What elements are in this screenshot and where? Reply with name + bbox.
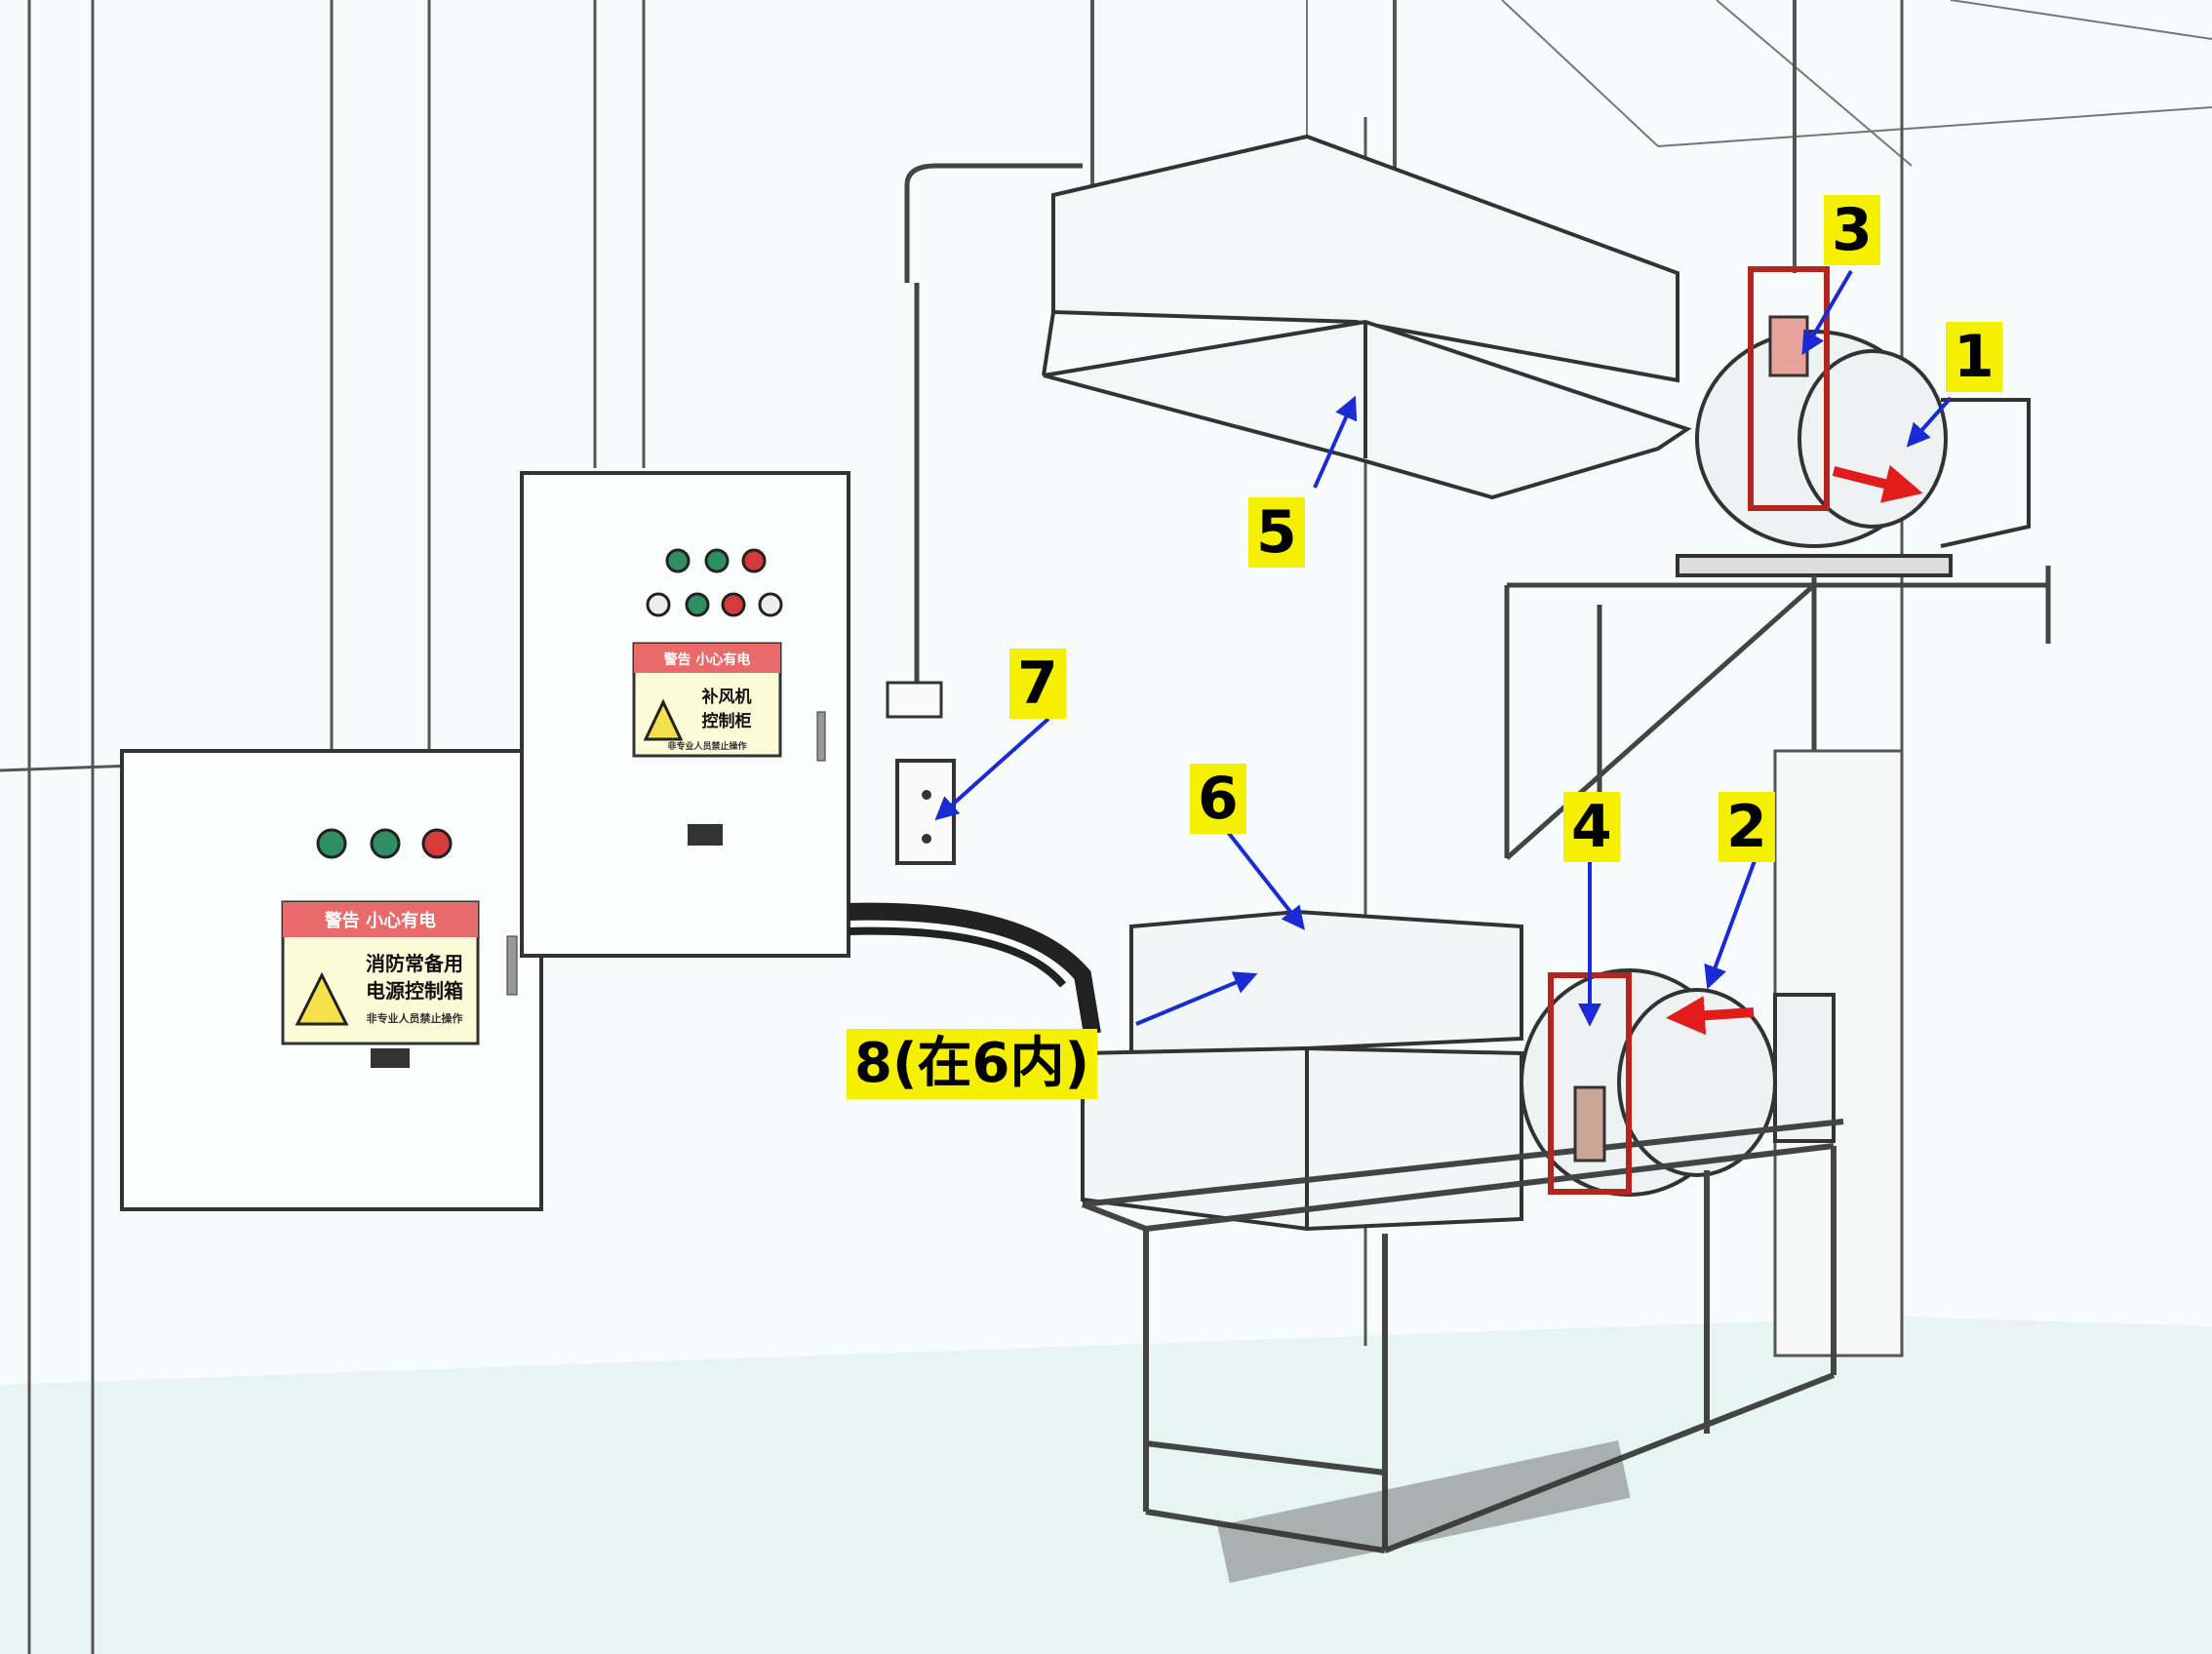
callout-label-2: 2 [1718,792,1775,862]
lower-control-cabinet: 警告 小心有电 消防常备用 电源控制箱 非专业人员禁止操作 [120,749,543,1211]
svg-text:电源控制箱: 电源控制箱 [366,979,463,1003]
callout-label-3: 3 [1824,195,1880,265]
lower-stand [1081,1119,1844,1554]
callout-label-6: 6 [1190,764,1246,834]
upper-duct [1042,134,1692,500]
upper-control-cabinet: 警告 小心有电 补风机 控制柜 非专业人员禁止操作 [520,471,850,958]
svg-text:控制柜: 控制柜 [702,711,752,731]
lower-duct-box [1081,909,1523,1232]
svg-text:警告 小心有电: 警告 小心有电 [325,910,436,931]
svg-text:非专业人员禁止操作: 非专业人员禁止操作 [667,740,746,752]
callout-label-8: 8(在6内) [847,1029,1098,1099]
svg-text:补风机: 补风机 [701,687,752,707]
callout-label-4: 4 [1563,792,1620,862]
callout-label-1: 1 [1946,322,2002,392]
highlight-box-3 [1748,266,1830,511]
airflow-arrow-lower [1666,996,1755,1036]
svg-text:非专业人员禁止操作: 非专业人员禁止操作 [367,1011,463,1025]
annotation-arrows [934,269,1953,1027]
svg-text:消防常备用: 消防常备用 [366,952,463,975]
callout-label-7: 7 [1009,649,1066,719]
airflow-arrow-upper [1832,464,1923,503]
callout-label-5: 5 [1248,497,1305,568]
floor [0,1317,2212,1654]
svg-text:警告 小心有电: 警告 小心有电 [664,651,751,668]
